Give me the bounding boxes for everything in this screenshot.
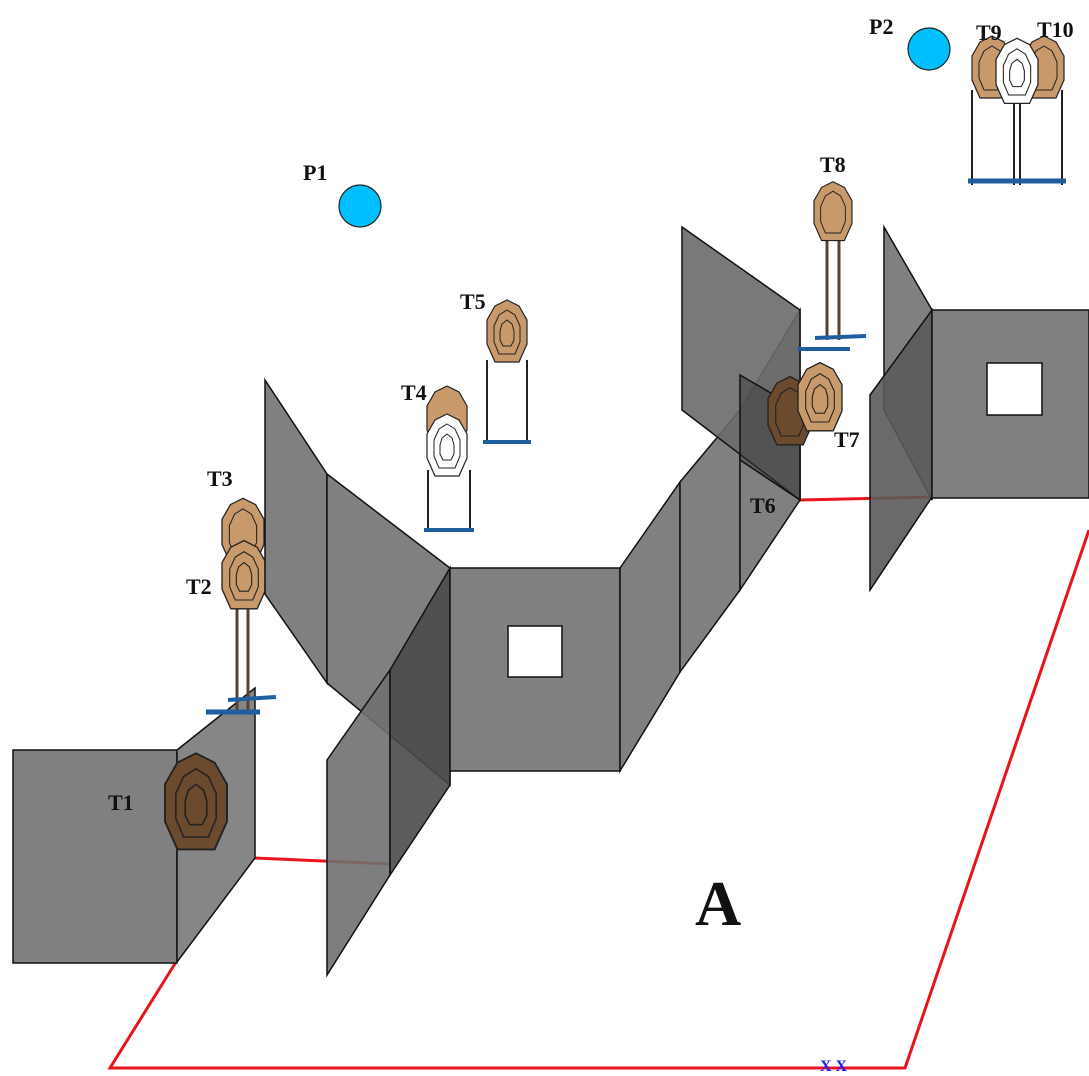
- wall-panel: [619, 479, 681, 774]
- label-p1: P1: [303, 160, 327, 185]
- label-p2: P2: [869, 14, 893, 39]
- wall-center-left: [264, 377, 451, 978]
- label-t2: T2: [186, 574, 212, 599]
- label-t3: T3: [207, 466, 233, 491]
- target-t8: [813, 181, 853, 242]
- target-stand-t9-t10: [968, 90, 1066, 185]
- label-t7: T7: [834, 427, 860, 452]
- target-stand-t8: [798, 240, 867, 351]
- target-stand-t4: [424, 470, 474, 532]
- target-t7: [797, 361, 843, 432]
- target-stand-t5: [483, 360, 531, 444]
- popper-p1: [338, 184, 382, 228]
- target-t5: [486, 299, 528, 363]
- wall-panel: [264, 377, 328, 686]
- no-shoot-t4: [426, 413, 468, 477]
- label-t4: T4: [401, 380, 427, 405]
- label-t1: T1: [108, 790, 134, 815]
- wall-right: [869, 224, 1089, 593]
- boundary-outer: [107, 529, 1089, 1070]
- area-label: A: [695, 868, 741, 939]
- label-t10: T10: [1037, 17, 1074, 42]
- shooting-window: [507, 625, 563, 678]
- label-t5: T5: [460, 289, 486, 314]
- no-shoot-t9-t10: [995, 37, 1039, 105]
- wall-panel: [679, 407, 741, 675]
- wall-panel: [869, 307, 933, 593]
- wall-panel: [326, 667, 391, 978]
- shooting-window: [986, 362, 1043, 416]
- target-stand-t2-t3: [206, 600, 277, 715]
- edge-marks: X X: [820, 1058, 848, 1071]
- label-t9: T9: [976, 20, 1002, 45]
- label-t6: T6: [750, 493, 776, 518]
- label-t8: T8: [820, 152, 846, 177]
- wall-panel: [12, 749, 178, 964]
- wall-panel: [389, 565, 451, 878]
- target-t1: [164, 752, 228, 851]
- popper-p2: [907, 27, 951, 71]
- target-t2: [221, 539, 267, 610]
